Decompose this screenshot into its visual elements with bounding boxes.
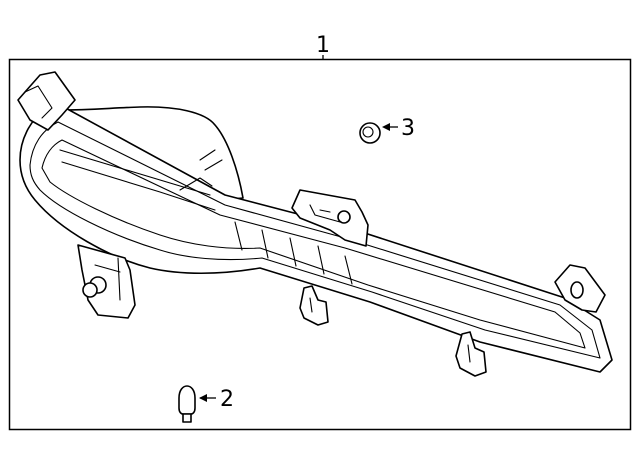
- nut-hole-icon: [362, 126, 374, 138]
- nut-part: 3: [359, 116, 415, 144]
- housing-ribs: [199, 149, 223, 171]
- callout-2-arrowhead: [199, 394, 207, 402]
- right-mount-hole: [570, 281, 584, 299]
- diagram-frame: [8, 58, 632, 431]
- lens-segment-3: [289, 237, 297, 267]
- callout-3-arrowhead: [382, 123, 390, 131]
- bulb-base-icon: [182, 413, 192, 423]
- bulb-socket: [77, 244, 136, 319]
- left-mount-bracket: [17, 71, 76, 131]
- bulb-socket-detail: [94, 257, 121, 301]
- lens-segment-1: [234, 221, 243, 251]
- center-top-clip: [291, 189, 369, 247]
- callout-3-label: 3: [401, 116, 415, 141]
- lower-clip-center-detail: [309, 297, 313, 313]
- lamp-assembly: [17, 71, 613, 377]
- bulb-icon: [178, 385, 196, 415]
- callout-2-label: 2: [220, 387, 234, 412]
- left-mount-detail: [24, 85, 53, 119]
- lens-segment-4: [317, 245, 325, 275]
- light-guide-clip: [179, 177, 213, 191]
- center-clip-screw: [337, 210, 351, 224]
- lamp-lens-outer: [29, 121, 601, 359]
- callout-1: 1: [316, 33, 330, 60]
- lower-clip-center: [299, 285, 329, 326]
- lens-segment-5: [344, 255, 353, 285]
- bulb-socket-cap: [82, 282, 98, 298]
- light-guide-line-2: [61, 161, 216, 211]
- center-clip-detail: [309, 204, 341, 223]
- lamp-lens-inner: [41, 139, 586, 349]
- lower-clip-right-detail: [467, 344, 471, 363]
- lens-segment-2: [261, 229, 269, 259]
- lower-clip-right: [455, 331, 487, 377]
- callout-1-label: 1: [316, 33, 330, 58]
- bulb-part: 2: [178, 385, 234, 423]
